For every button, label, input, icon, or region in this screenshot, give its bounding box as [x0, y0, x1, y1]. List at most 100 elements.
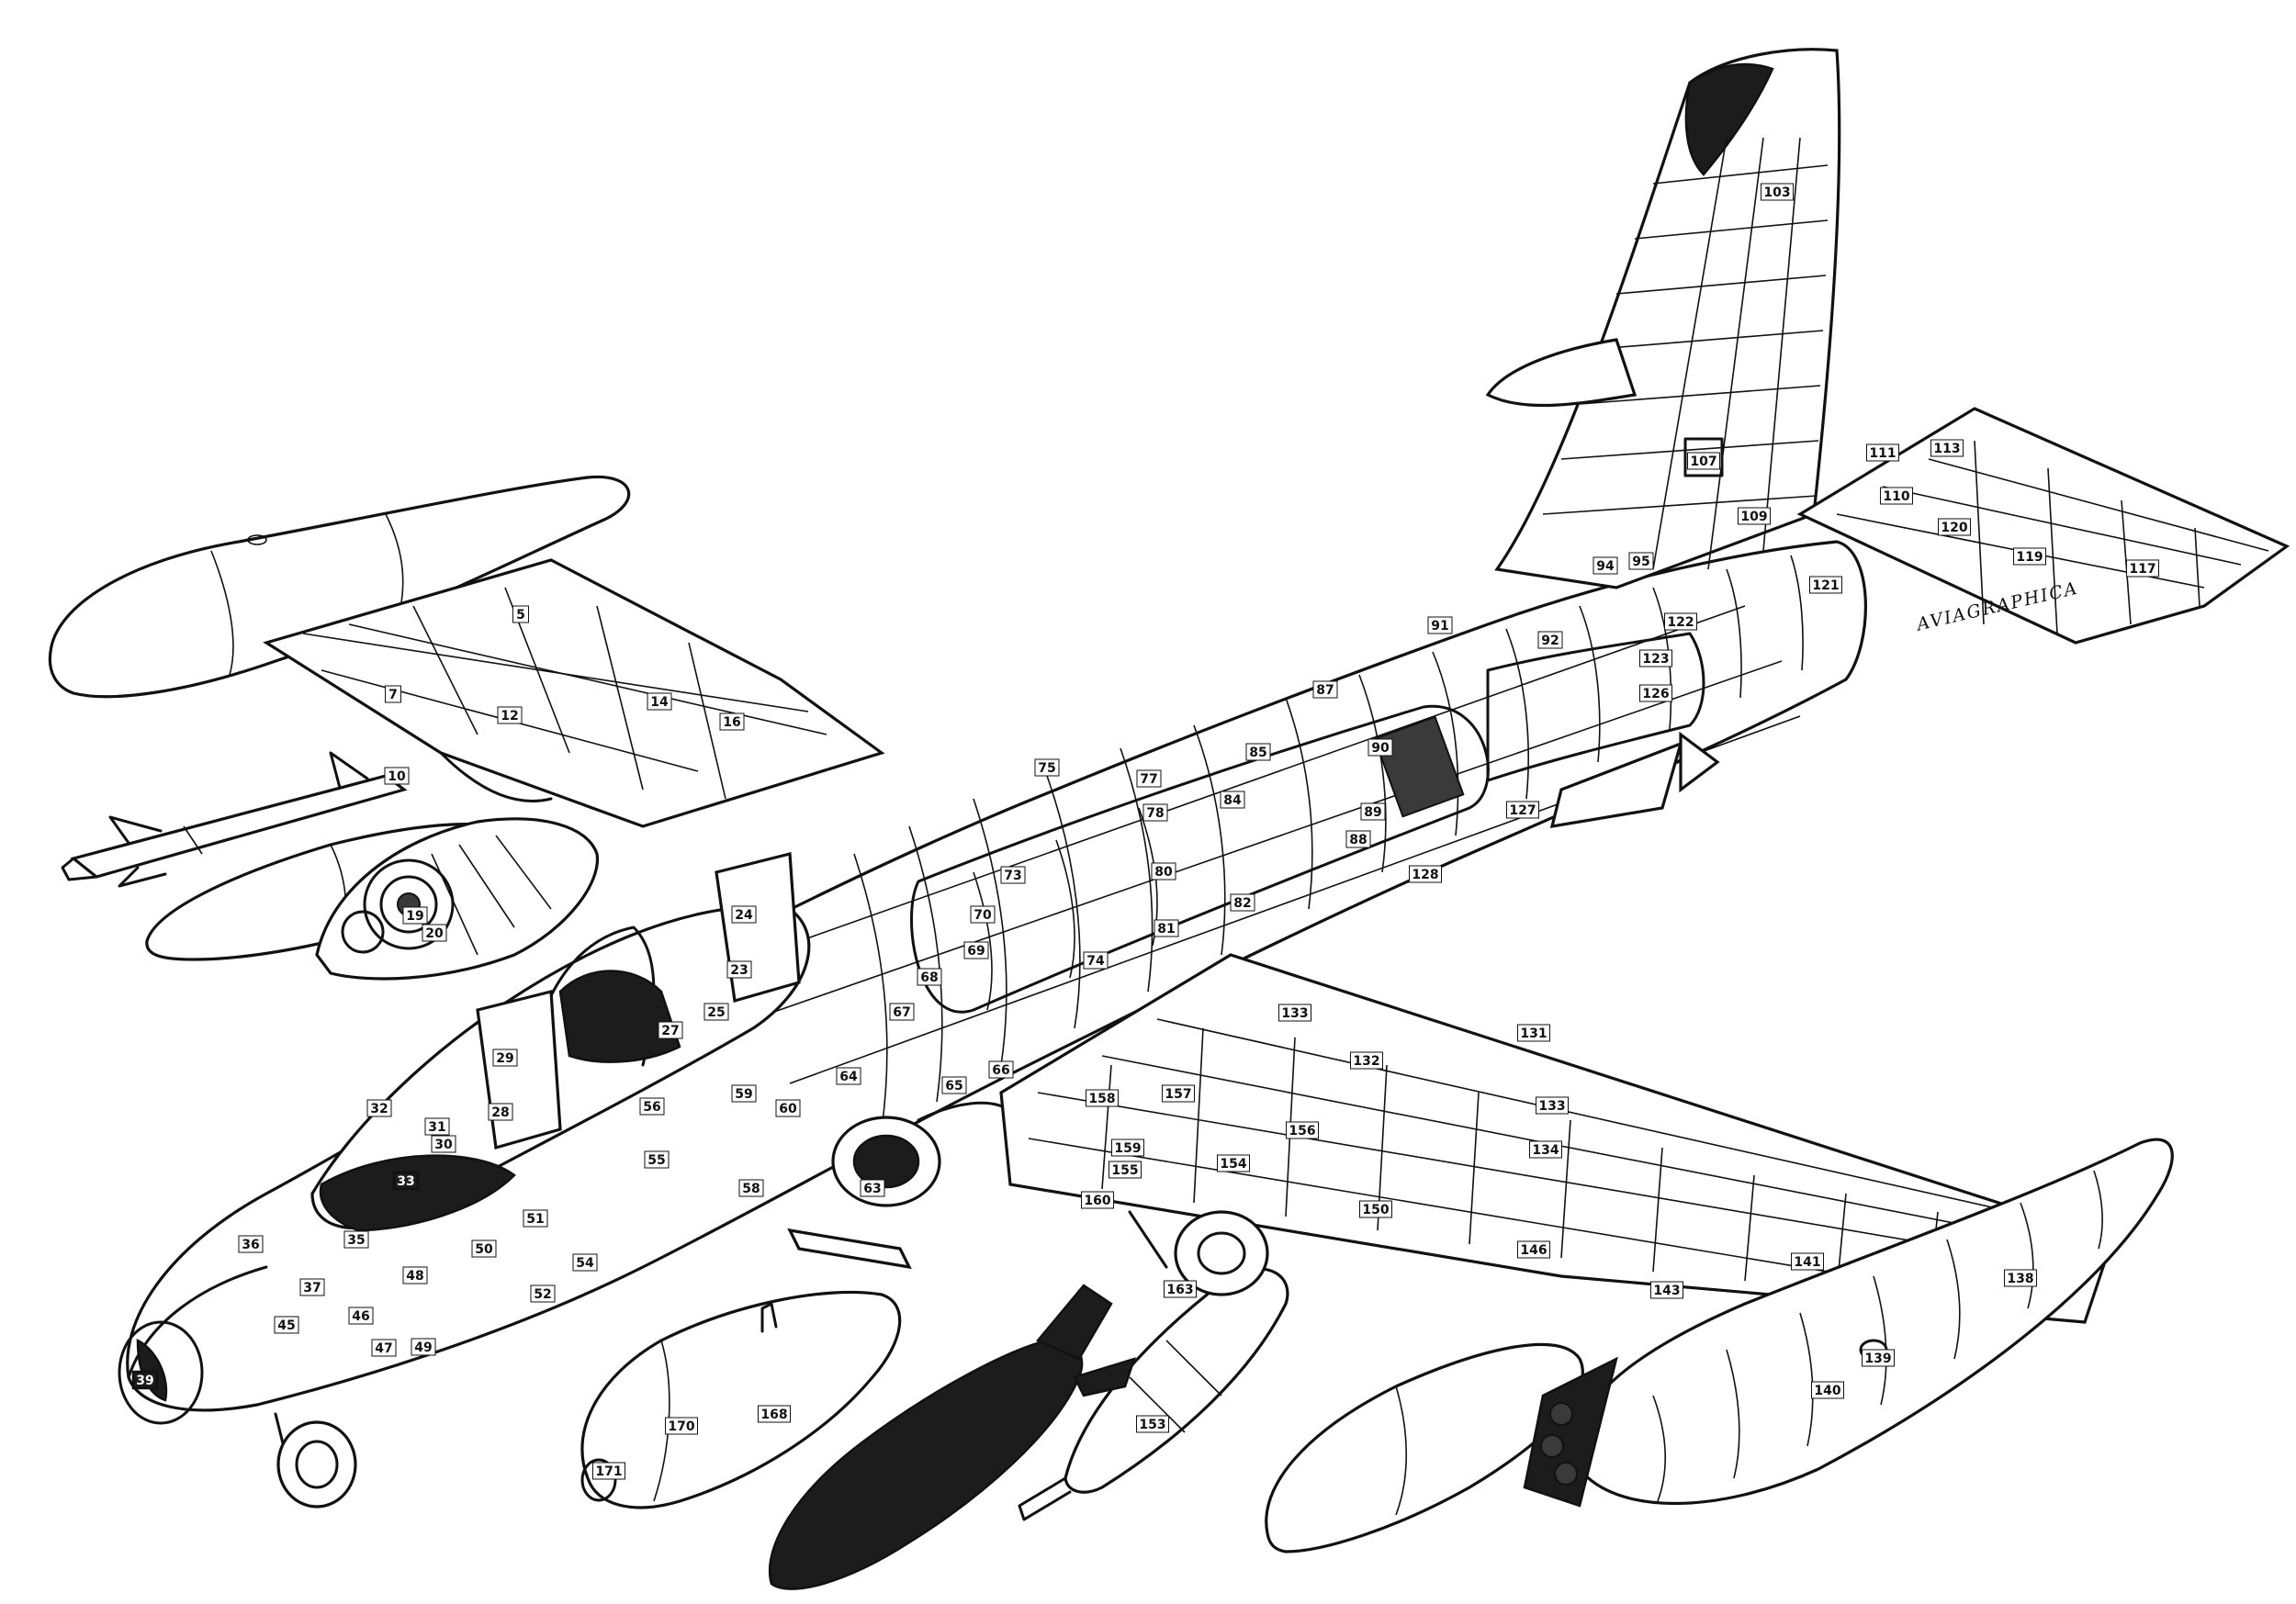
- callout-number: 95: [1632, 555, 1649, 569]
- callout-155: 155: [1109, 1161, 1142, 1179]
- engine-intake: [831, 1101, 1012, 1207]
- callout-16: 16: [719, 712, 745, 731]
- callout-84: 84: [1220, 791, 1245, 809]
- callout-number: 12: [501, 709, 518, 723]
- callout-box: [731, 1084, 757, 1103]
- callout-65: 65: [941, 1076, 967, 1094]
- callout-number: 133: [1281, 1006, 1308, 1021]
- callout-box: [1360, 802, 1386, 821]
- callout-74: 74: [1083, 951, 1109, 970]
- callout-88: 88: [1345, 830, 1371, 848]
- callout-20: 20: [422, 924, 447, 942]
- callout-number: 35: [347, 1233, 365, 1248]
- callout-number: 155: [1111, 1163, 1138, 1178]
- callout-number: 85: [1249, 746, 1266, 760]
- callout-box: [1930, 439, 1964, 457]
- callout-48: 48: [402, 1266, 428, 1284]
- callout-number: 138: [2007, 1272, 2033, 1286]
- callout-number: 171: [595, 1464, 622, 1479]
- ventral-fins: [1549, 731, 1720, 828]
- callout-number: 143: [1653, 1284, 1680, 1298]
- callout-number: 68: [920, 970, 938, 985]
- callout-number: 29: [496, 1051, 513, 1066]
- callout-box: [1086, 1089, 1119, 1107]
- callout-number: 59: [735, 1087, 752, 1102]
- callout-28: 28: [488, 1103, 513, 1121]
- callout-number: 140: [1814, 1384, 1840, 1398]
- callout-number: 63: [863, 1182, 881, 1196]
- callout-number: 78: [1146, 806, 1164, 821]
- callout-box: [1136, 769, 1162, 788]
- callout-73: 73: [1000, 866, 1026, 884]
- callout-number: 150: [1362, 1203, 1389, 1217]
- callout-number: 50: [475, 1242, 493, 1257]
- callout-box: [1738, 507, 1771, 525]
- callout-51: 51: [523, 1209, 548, 1228]
- callout-box: [1506, 801, 1539, 819]
- callout-box: [431, 1135, 456, 1153]
- callout-59: 59: [731, 1084, 757, 1103]
- callout-133: 133: [1536, 1096, 1569, 1115]
- callout-box: [658, 1021, 683, 1039]
- callout-153: 153: [1136, 1415, 1169, 1433]
- callout-box: [860, 1179, 885, 1197]
- callout-box: [1880, 487, 1913, 505]
- callout-81: 81: [1154, 919, 1179, 937]
- callout-number: 159: [1114, 1141, 1141, 1156]
- callout-49: 49: [411, 1338, 436, 1356]
- callout-12: 12: [497, 706, 523, 724]
- callout-number: 58: [742, 1182, 760, 1196]
- callout-labels: 5710121416192023242527282930313233353637…: [131, 183, 2159, 1480]
- callout-box: [274, 1316, 299, 1334]
- callout-box: [1111, 1139, 1144, 1157]
- callout-box: [1537, 631, 1563, 649]
- callout-number: 134: [1532, 1143, 1559, 1158]
- callout-117: 117: [2126, 559, 2159, 578]
- callout-box: [1162, 1084, 1195, 1103]
- callout-number: 47: [375, 1341, 392, 1356]
- callout-box: [385, 685, 401, 703]
- callout-number: 75: [1038, 761, 1055, 776]
- callout-box: [299, 1278, 325, 1296]
- callout-number: 82: [1233, 896, 1251, 911]
- callout-box: [1517, 1240, 1550, 1259]
- callout-number: 60: [779, 1102, 797, 1116]
- callout-number: 48: [406, 1269, 423, 1284]
- callout-box: [639, 1097, 665, 1116]
- callout-168: 168: [758, 1405, 791, 1423]
- callout-139: 139: [1862, 1349, 1895, 1367]
- callout-box: [572, 1253, 598, 1272]
- callout-47: 47: [371, 1339, 397, 1357]
- callout-box: [1517, 1024, 1550, 1042]
- callout-number: 158: [1088, 1092, 1115, 1106]
- callout-number: 107: [1690, 454, 1716, 469]
- callout-67: 67: [889, 1003, 915, 1021]
- callout-box: [492, 1049, 518, 1067]
- callout-37: 37: [299, 1278, 325, 1296]
- callout-64: 64: [836, 1067, 861, 1085]
- callout-number: 84: [1223, 793, 1242, 808]
- callout-70: 70: [970, 905, 996, 924]
- callout-number: 55: [647, 1153, 665, 1168]
- callout-box: [402, 1266, 428, 1284]
- callout-box: [731, 905, 757, 924]
- callout-number: 73: [1004, 869, 1021, 883]
- callout-number: 24: [735, 908, 753, 923]
- callout-box: [523, 1209, 548, 1228]
- callout-90: 90: [1367, 738, 1393, 757]
- callout-number: 91: [1431, 619, 1448, 634]
- callout-box: [726, 960, 752, 979]
- callout-126: 126: [1639, 684, 1672, 702]
- callout-box: [1664, 612, 1697, 631]
- callout-box: [1312, 680, 1338, 699]
- callout-number: 25: [707, 1005, 725, 1020]
- rocket-launcher-dark: [1523, 1356, 1618, 1508]
- callout-163: 163: [1164, 1280, 1197, 1298]
- vertical-fin: [1494, 48, 1841, 589]
- callout-box: [889, 1003, 915, 1021]
- left-tailplane: [1485, 338, 1638, 408]
- callout-number: 113: [1933, 442, 1960, 456]
- callout-box: [402, 906, 428, 925]
- callout-number: 27: [661, 1024, 679, 1038]
- callout-number: 51: [526, 1212, 544, 1227]
